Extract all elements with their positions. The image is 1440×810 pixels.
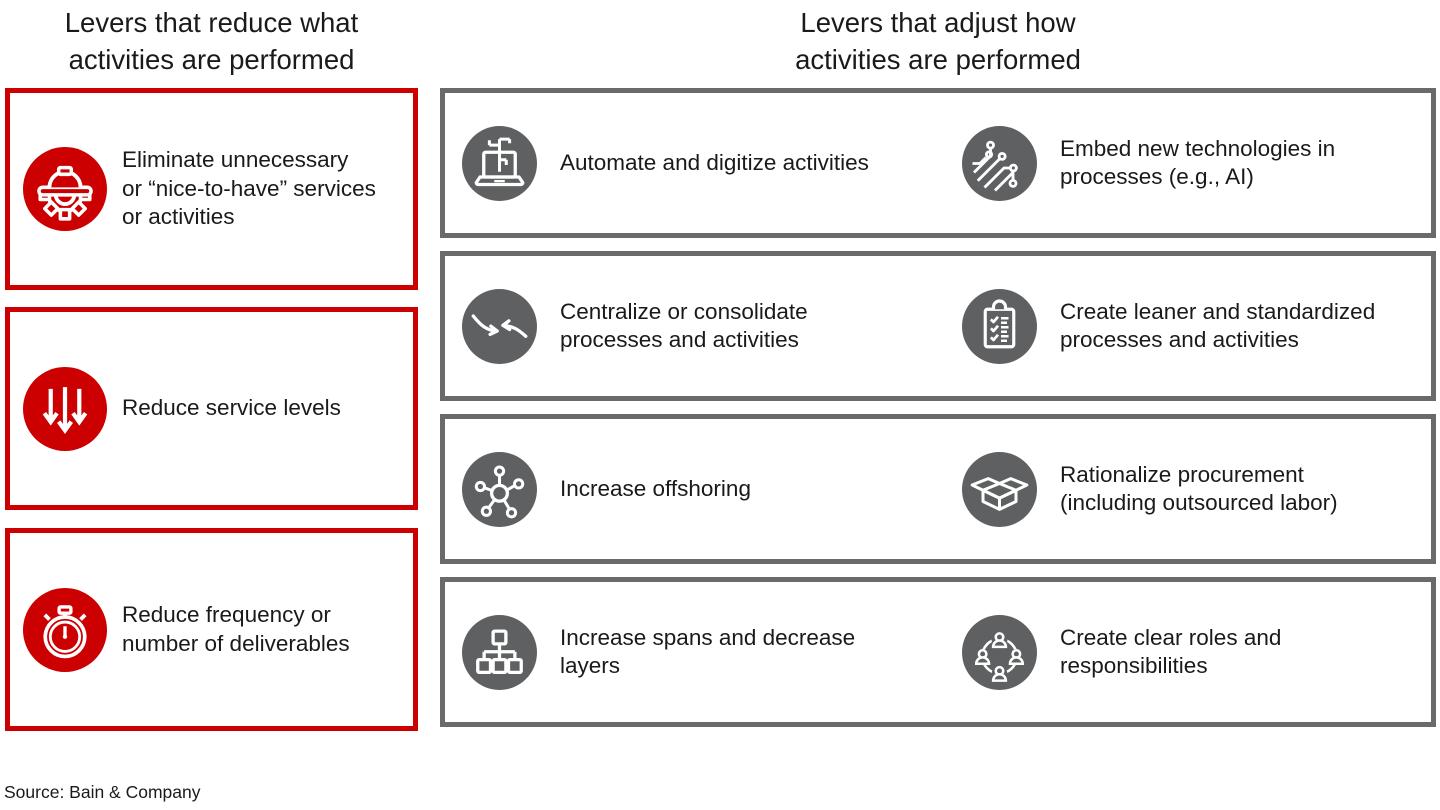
open-box-icon [962,451,1037,527]
clipboard-checklist-icon [962,288,1037,364]
lever-item: Create leaner and standardized processes… [962,256,1375,396]
lever-label-centralize: Centralize or consolidate processes and … [560,298,808,353]
adjust-lever-row-2: Centralize or consolidate processes and … [440,251,1436,401]
adjust-lever-row-3: Increase offshoring Rationalize procurem… [440,414,1436,564]
lever-label-embed-tech: Embed new technologies in processes (e.g… [1060,135,1336,190]
lever-label-roles: Create clear roles and responsibilities [1060,624,1282,679]
lever-item: Automate and digitize activities [462,93,869,233]
lever-label-offshoring: Increase offshoring [560,475,751,501]
lever-label-frequency: Reduce frequency or number of deliverabl… [122,602,350,656]
lever-item: Increase spans and decrease layers [462,582,855,722]
lever-item: Rationalize procurement (including outso… [962,419,1338,559]
lever-label-eliminate: Eliminate unnecessary or “nice-to-have” … [122,147,376,230]
lever-label-procurement: Rationalize procurement (including outso… [1060,461,1338,516]
adjust-lever-row-1: Automate and digitize activities Embed n… [440,88,1436,238]
helmet-gear-icon [23,147,107,231]
right-column-title: Levers that adjust how activities are pe… [795,7,1081,75]
lever-item: Embed new technologies in processes (e.g… [962,93,1335,233]
adjust-lever-row-4: Increase spans and decrease layers Creat… [440,577,1436,727]
lever-label-spans-layers: Increase spans and decrease layers [560,624,856,679]
lever-item: Create clear roles and responsibilities [962,582,1281,722]
network-nodes-icon [462,451,537,527]
source-note: Source: Bain & Company [4,782,201,802]
lever-label-automate: Automate and digitize activities [560,149,869,175]
org-chart-icon [462,614,537,690]
reduce-lever-box-eliminate: Eliminate unnecessary or “nice-to-have” … [5,88,418,290]
lever-label-service-levels: Reduce service levels [122,395,341,421]
arrows-down-icon [23,366,107,451]
lever-label-leaner-processes: Create leaner and standardized processes… [1060,298,1376,353]
people-circle-icon [962,614,1037,690]
lever-item: Increase offshoring [462,419,751,559]
left-column-title: Levers that reduce what activities are p… [64,7,359,75]
stopwatch-icon [23,587,107,672]
laptop-automation-icon [462,125,537,201]
circuit-board-icon [962,125,1037,201]
lever-item: Centralize or consolidate processes and … [462,256,808,396]
converging-arrows-icon [462,288,537,364]
reduce-lever-box-service-levels: Reduce service levels [5,307,418,510]
reduce-lever-box-frequency: Reduce frequency or number of deliverabl… [5,528,418,731]
